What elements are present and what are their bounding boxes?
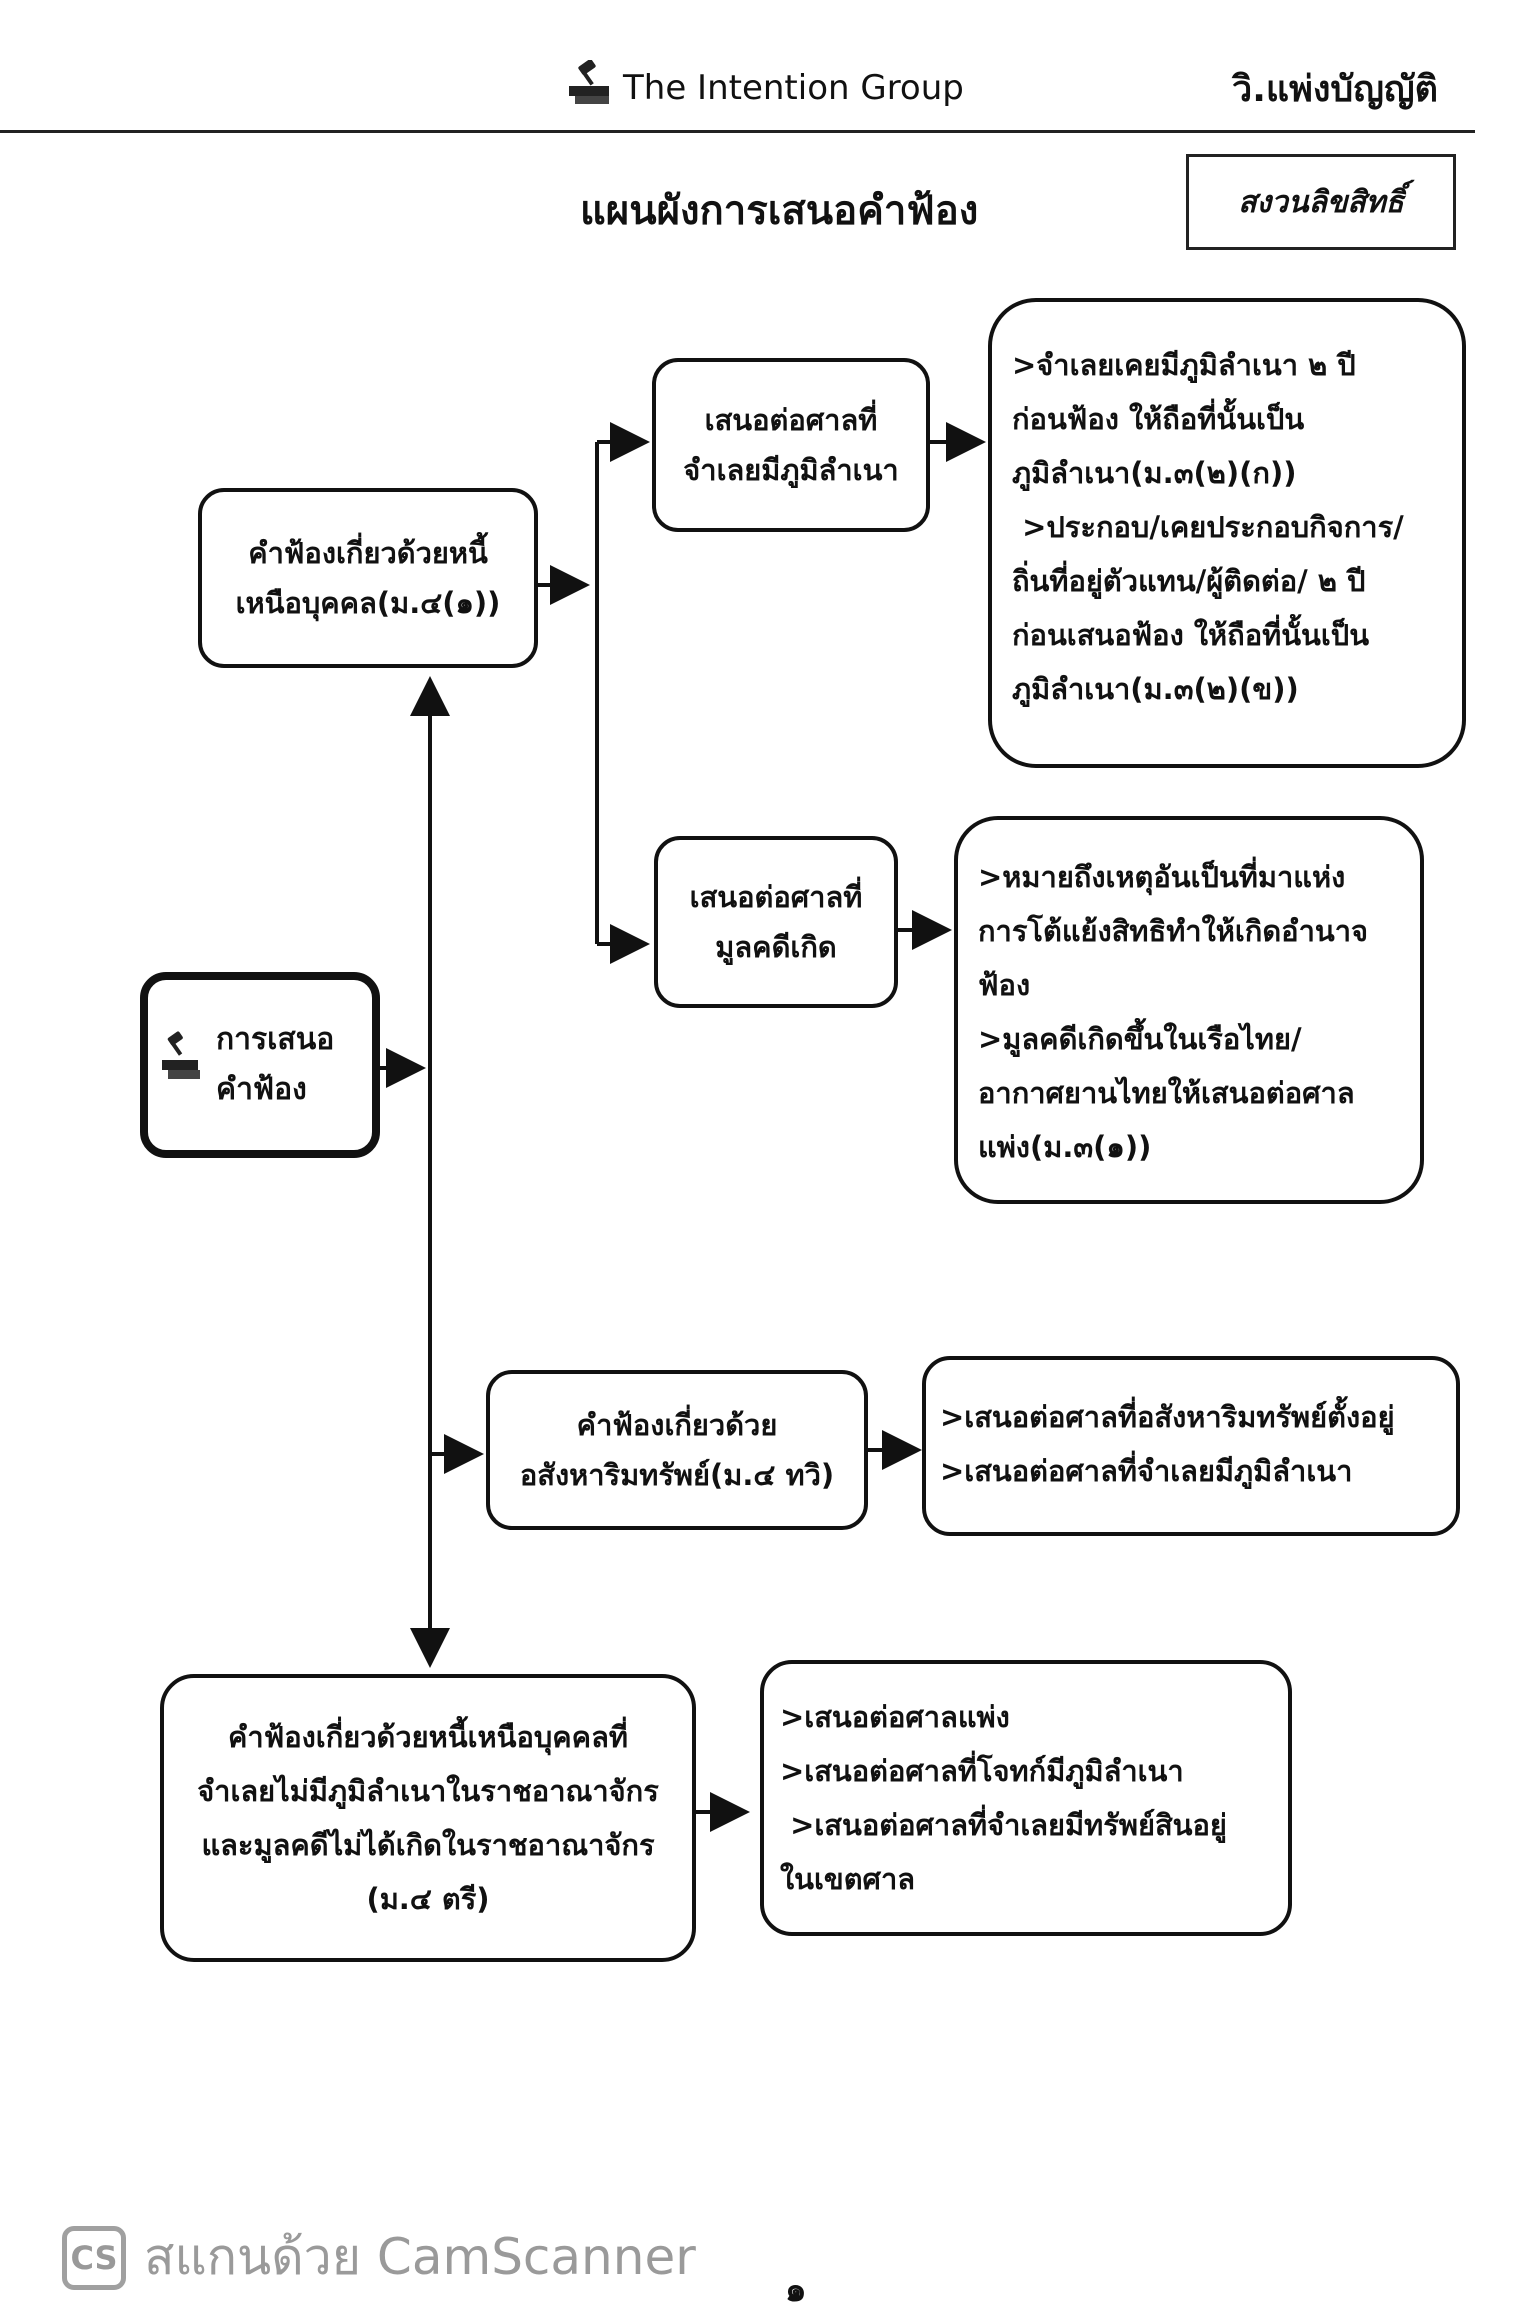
node-label-line: คำฟ้องเกี่ยวด้วยหนี้ <box>248 536 488 570</box>
detail-line: ก่อนเสนอฟ้อง ให้ถือที่นั้นเป็น <box>1012 618 1370 652</box>
detail-line: >เสนอต่อศาลแพ่ง <box>780 1700 1010 1734</box>
node-label-line: และมูลคดีไม่ได้เกิดในราชอาณาจักร <box>201 1828 655 1862</box>
root-label-line: การเสนอ <box>216 1022 335 1057</box>
branch-immovable-property: คำฟ้องเกี่ยวด้วย อสังหาริมทรัพย์(ม.๔ ทวิ… <box>486 1370 868 1530</box>
detail-line: ถิ่นที่อยู่ตัวแทน/ผู้ติดต่อ/ ๒ ปี <box>1012 564 1366 598</box>
node-label-line: (ม.๔ ตรี) <box>366 1882 490 1916</box>
node-label-line: เหนือบุคคล(ม.๔(๑)) <box>235 586 501 620</box>
node-label-line: เสนอต่อศาลที่ <box>704 403 878 437</box>
detail-line: ฟ้อง <box>978 968 1031 1002</box>
root-node: การเสนอ คำฟ้อง <box>140 972 380 1158</box>
header-subject: วิ.แพ่งบัญญัติ <box>1232 69 1438 110</box>
node-label-line: อสังหาริมทรัพย์(ม.๔ ทวิ) <box>519 1458 835 1492</box>
detail-line: >เสนอต่อศาลที่จำเลยมีภูมิลำเนา <box>940 1454 1353 1488</box>
camscanner-logo-icon: CS <box>62 2225 126 2290</box>
detail-cause: >หมายถึงเหตุอันเป็นที่มาแห่ง การโต้แย้งส… <box>954 816 1424 1204</box>
watermark-text: สแกนด้วย CamScanner <box>144 2228 696 2286</box>
detail-line: >ประกอบ/เคยประกอบกิจการ/ <box>1012 510 1404 544</box>
header-divider <box>0 130 1475 133</box>
branch-personal-debt: คำฟ้องเกี่ยวด้วยหนี้ เหนือบุคคล(ม.๔(๑)) <box>198 488 538 668</box>
detail-line: >มูลคดีเกิดขึ้นในเรือไทย/ <box>978 1022 1302 1056</box>
node-label-line: จำเลยมีภูมิลำเนา <box>683 453 899 487</box>
node-cause-court: เสนอต่อศาลที่ มูลคดีเกิด <box>654 836 898 1008</box>
node-label-line: มูลคดีเกิด <box>715 930 837 964</box>
detail-line: อากาศยานไทยให้เสนอต่อศาล <box>978 1076 1355 1110</box>
detail-line: >เสนอต่อศาลที่โจทก์มีภูมิลำเนา <box>780 1754 1184 1788</box>
page-number: ๑ <box>785 2270 807 2310</box>
node-label-line: คำฟ้องเกี่ยวด้วยหนี้เหนือบุคคลที่ <box>228 1720 628 1754</box>
detail-line: ภูมิลำเนา(ม.๓(๒)(ก)) <box>1012 456 1297 490</box>
copyright-label: สงวนลิขสิทธิ์ <box>1238 184 1404 220</box>
detail-line: การโต้แย้งสิทธิทำให้เกิดอำนาจ <box>978 914 1368 948</box>
detail-line: ก่อนฟ้อง ให้ถือที่นั้นเป็น <box>1012 402 1305 436</box>
gavel-icon <box>565 59 617 115</box>
node-label-line: คำฟ้องเกี่ยวด้วย <box>576 1408 778 1442</box>
root-label-line: คำฟ้อง <box>216 1072 307 1107</box>
detail-foreign: >เสนอต่อศาลแพ่ง >เสนอต่อศาลที่โจทก์มีภูม… <box>760 1660 1292 1936</box>
copyright-box: สงวนลิขสิทธิ์ <box>1186 154 1456 250</box>
detail-immovable: >เสนอต่อศาลที่อสังหาริมทรัพย์ตั้งอยู่ >เ… <box>922 1356 1460 1536</box>
detail-line: >หมายถึงเหตุอันเป็นที่มาแห่ง <box>978 860 1346 894</box>
node-label-line: จำเลยไม่มีภูมิลำเนาในราชอาณาจักร <box>197 1774 659 1808</box>
brand-name: The Intention Group <box>623 67 964 108</box>
node-label-line: เสนอต่อศาลที่ <box>689 880 863 914</box>
detail-line: แพ่ง(ม.๓(๑)) <box>978 1130 1152 1164</box>
node-domicile-court: เสนอต่อศาลที่ จำเลยมีภูมิลำเนา <box>652 358 930 532</box>
brand: The Intention Group <box>565 59 964 115</box>
detail-line: >จำเลยเคยมีภูมิลำเนา ๒ ปี <box>1012 348 1356 382</box>
gavel-icon <box>160 1030 206 1101</box>
detail-domicile: >จำเลยเคยมีภูมิลำเนา ๒ ปี ก่อนฟ้อง ให้ถื… <box>988 298 1466 768</box>
detail-line: >เสนอต่อศาลที่จำเลยมีทรัพย์สินอยู่ <box>780 1808 1227 1842</box>
branch-foreign-defendant: คำฟ้องเกี่ยวด้วยหนี้เหนือบุคคลที่ จำเลยไ… <box>160 1674 696 1962</box>
detail-line: ภูมิลำเนา(ม.๓(๒)(ข)) <box>1012 672 1299 706</box>
detail-line: ในเขตศาล <box>780 1862 916 1896</box>
detail-line: >เสนอต่อศาลที่อสังหาริมทรัพย์ตั้งอยู่ <box>940 1400 1395 1434</box>
page-title: แผนผังการเสนอคำฟ้อง <box>580 188 979 234</box>
camscanner-watermark: CS สแกนด้วย CamScanner <box>62 2218 696 2297</box>
